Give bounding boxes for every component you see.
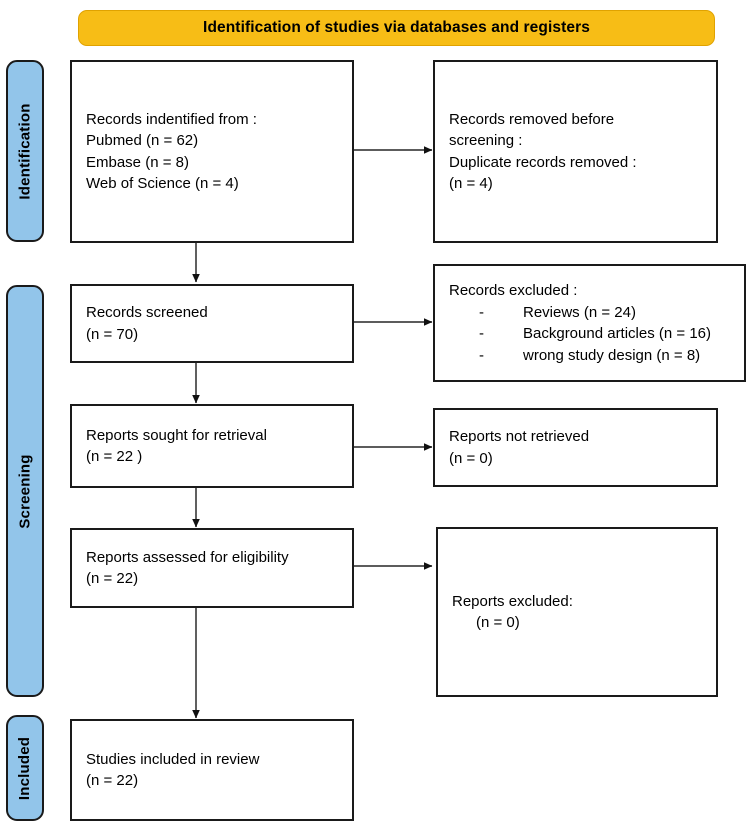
box-reports-sought: Reports sought for retrieval (n = 22 ): [70, 404, 354, 488]
box-reports-not-retrieved: Reports not retrieved (n = 0): [433, 408, 718, 487]
box-heading: Reports excluded:: [452, 592, 573, 610]
box-line: Reports assessed for eligibility: [86, 548, 289, 566]
box-line: (n = 4): [449, 175, 493, 192]
box-records-screened: Records screened (n = 70): [70, 284, 354, 363]
box-line: Embase (n = 8): [86, 153, 189, 171]
box-studies-included: Studies included in review (n = 22): [70, 719, 354, 821]
box-line: (n = 22 ): [86, 448, 143, 465]
box-line: (n = 70): [86, 325, 139, 343]
box-line: Reports sought for retrieval: [86, 426, 267, 444]
box-line: Records screened: [86, 304, 208, 321]
box-records-identified: Records indentified from : Pubmed (n = 6…: [70, 60, 354, 243]
box-bullet: - Reviews (n = 24): [449, 302, 730, 324]
box-line: Studies included in review: [86, 750, 260, 768]
box-line: Pubmed (n = 62): [86, 132, 199, 149]
bullet-text: wrong study design (n = 8): [523, 346, 701, 364]
box-reports-assessed: Reports assessed for eligibility (n = 22…: [70, 528, 354, 608]
stage-label-screening: Screening: [6, 285, 44, 697]
box-records-removed: Records removed before screening : Dupli…: [433, 60, 718, 243]
stage-label-included: Included: [6, 715, 44, 821]
box-line: (n = 22): [86, 772, 139, 789]
box-records-excluded: Records excluded : - Reviews (n = 24) - …: [433, 264, 746, 382]
box-line: Records indentified from :: [86, 110, 257, 128]
stage-label-identification: Identification: [6, 60, 44, 242]
box-line: (n = 22): [86, 570, 139, 587]
box-heading: Records excluded :: [449, 282, 578, 299]
stage-label-identification-text: Identification: [16, 102, 34, 200]
box-reports-excluded: Reports excluded: (n = 0): [436, 527, 718, 697]
stage-label-included-text: Included: [16, 736, 34, 800]
box-line: Duplicate records removed :: [449, 153, 637, 171]
box-line: (n = 0): [449, 449, 493, 467]
bullet-marker: -: [479, 303, 484, 321]
phase-banner-label: Identification of studies via databases …: [203, 19, 590, 36]
bullet-marker: -: [479, 325, 484, 342]
box-line: Records removed before: [449, 110, 615, 128]
box-line: screening :: [449, 132, 523, 149]
bullet-text: Background articles (n = 16): [523, 325, 712, 342]
stage-label-screening-text: Screening: [16, 453, 34, 529]
phase-banner-identification: Identification of studies via databases …: [78, 10, 715, 46]
bullet-marker: -: [479, 346, 484, 364]
box-line: (n = 0): [476, 614, 520, 631]
box-bullet: - Background articles (n = 16): [449, 323, 730, 345]
box-line: Web of Science (n = 4): [86, 175, 239, 192]
bullet-text: Reviews (n = 24): [523, 303, 636, 321]
box-bullet: - wrong study design (n = 8): [449, 345, 730, 367]
box-line: Reports not retrieved: [449, 428, 590, 445]
